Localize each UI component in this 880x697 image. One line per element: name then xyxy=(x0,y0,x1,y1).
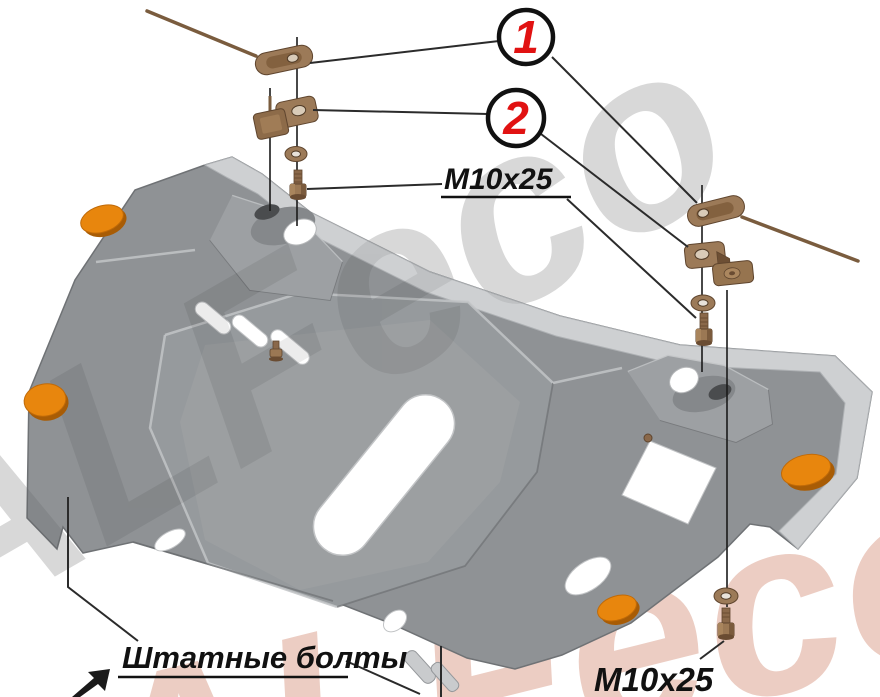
right-mount-slot-hole xyxy=(708,384,732,400)
orange-plug-top-left xyxy=(80,204,127,238)
leader-spec-top-left-bolt xyxy=(306,183,443,190)
leader-stock-bolts-right xyxy=(345,660,421,695)
plate-inner-emboss xyxy=(180,320,520,590)
bolt-spec-label-top: M10x25 xyxy=(444,163,554,196)
labels: M10x25 M10x25 Штатные болты xyxy=(118,163,714,697)
leader-spec-top-right-bolt xyxy=(566,198,697,319)
vent-slot-1 xyxy=(194,301,232,335)
callout-1: 1 xyxy=(496,7,556,67)
bolt-left xyxy=(289,169,307,200)
right-mount-bolt-hole xyxy=(669,366,699,394)
bolt-spec-label-bottom: M10x25 xyxy=(594,661,714,697)
small-screw-dot xyxy=(643,433,653,443)
leader-spec-bottom-bolt xyxy=(699,640,725,660)
left-mount-bolt-hole xyxy=(283,218,317,246)
square-cutout xyxy=(621,440,717,525)
slotted-plate-left xyxy=(254,44,314,76)
leader-lines xyxy=(67,40,725,697)
leader-stock-bolts-left xyxy=(67,497,139,642)
orange-plugs xyxy=(23,204,835,626)
mount-rod-right xyxy=(740,215,860,263)
leader-callout1-right-plate xyxy=(551,56,698,204)
leader-callout2-right-bracket xyxy=(540,133,689,248)
hardware-group-left xyxy=(145,9,319,200)
stock-bolts-label: Штатные болты xyxy=(122,640,407,675)
callout-2-circle xyxy=(485,87,547,149)
left-mount-plateau xyxy=(210,196,342,300)
callout-2: 2 xyxy=(485,87,547,149)
orange-plug-bottom xyxy=(597,594,640,626)
bolt-bottom xyxy=(717,607,735,640)
plate-cutouts xyxy=(154,204,732,633)
nut-plate-left xyxy=(252,108,290,140)
leader-callout1-left-plate xyxy=(309,40,500,64)
central-oblong-hole xyxy=(312,393,456,557)
callout-1-number: 1 xyxy=(513,11,539,63)
left-mount-slot-hole xyxy=(254,204,280,220)
orange-plug-left xyxy=(23,383,69,421)
slotted-plate-right xyxy=(687,195,745,227)
bottom-small-hole xyxy=(382,609,408,633)
vent-slot-3 xyxy=(270,329,310,365)
callout-2-number: 2 xyxy=(502,92,529,144)
hardware-group-right xyxy=(683,195,860,640)
washer-left xyxy=(284,146,308,162)
z-bracket-right xyxy=(683,241,755,287)
corner-arrow-icon xyxy=(72,669,110,697)
orange-plug-right xyxy=(780,453,835,491)
stock-bolt-in-plate xyxy=(269,340,283,362)
vent-slot-2 xyxy=(231,314,269,348)
mount-rod-left xyxy=(145,9,258,58)
plate-top-flange xyxy=(203,156,873,550)
bolt-right xyxy=(695,312,713,346)
washer-right xyxy=(690,294,716,312)
callout-1-circle xyxy=(496,7,556,67)
washer-bottom xyxy=(713,587,739,605)
left-edge-slot xyxy=(154,528,186,552)
leader-callout2-left-bracket xyxy=(312,109,489,115)
bottom-keyhole xyxy=(564,556,612,596)
